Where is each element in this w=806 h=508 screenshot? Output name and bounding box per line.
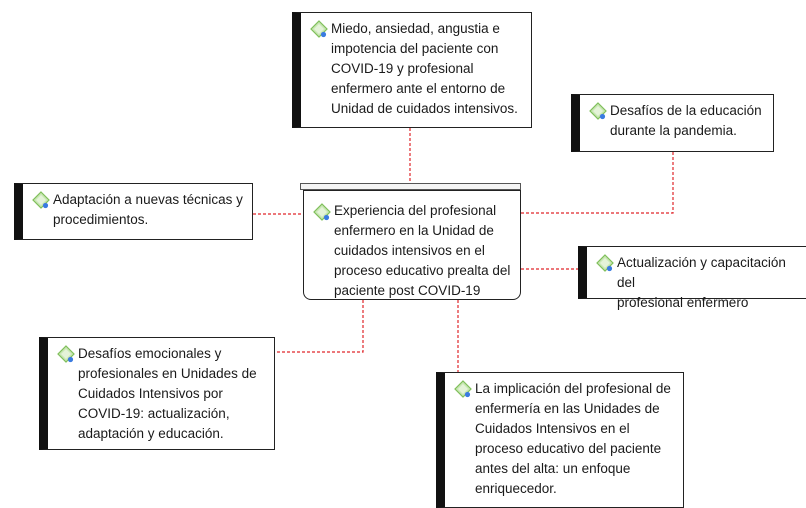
topic-diamond-icon [454,380,472,398]
node-bottom-left-label: Desafíos emocionales y profesionales en … [78,346,257,441]
node-bottom-right[interactable]: La implicación del profesional de enferm… [436,372,684,508]
topic-diamond-icon [596,254,614,272]
node-bottom-left[interactable]: Desafíos emocionales y profesionales en … [39,337,275,450]
node-top-right-label: Desafíos de la educación durante la pand… [610,103,762,138]
node-central-label: Experiencia del profesional enfermero en… [334,203,511,298]
node-left-label: Adaptación a nuevas técnicas y procedimi… [53,192,243,227]
node-right[interactable]: Actualización y capacitación del profesi… [578,246,806,310]
connector-bottom-left [275,300,364,353]
node-top-label: Miedo, ansiedad, angustia e impotencia d… [331,21,518,116]
topic-diamond-icon [313,203,331,221]
topic-diamond-icon [310,20,328,38]
topic-diamond-icon [589,102,607,120]
node-bottom-right-label: La implicación del profesional de enferm… [475,381,671,496]
topic-diamond-icon [32,191,50,209]
central-node-header [300,183,521,190]
node-top-right[interactable]: Desafíos de la educación durante la pand… [571,94,774,152]
node-top[interactable]: Miedo, ansiedad, angustia e impotencia d… [292,12,532,128]
connector-top-right [521,152,674,214]
node-right-label: Actualización y capacitación del profesi… [617,255,786,310]
node-central[interactable]: Experiencia del profesional enfermero en… [303,190,521,300]
node-left[interactable]: Adaptación a nuevas técnicas y procedimi… [14,183,253,240]
topic-diamond-icon [57,345,75,363]
